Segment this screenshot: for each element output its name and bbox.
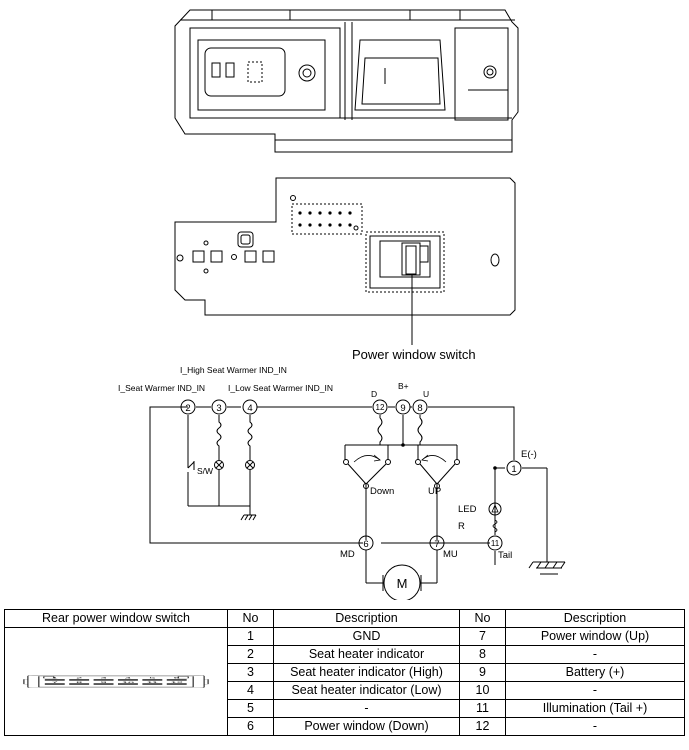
pin-no-cell: 2 — [227, 645, 274, 664]
pin-9-number: 9 — [400, 403, 405, 414]
up-label: UP — [428, 486, 441, 497]
pin-desc-cell: Power window (Down) — [273, 717, 460, 736]
down-label: Down — [370, 486, 394, 497]
connector-pin-number: 5 — [149, 677, 156, 679]
wiring-figure: Power window switch I_Seat Warmer IND_IN… — [118, 9, 566, 600]
pin9-signal-label: B+ — [398, 381, 409, 391]
callout-label: Power window switch — [352, 347, 476, 362]
pin-desc-cell: Seat heater indicator (Low) — [273, 681, 460, 700]
pin-6-number: 6 — [363, 539, 368, 550]
connector-terminal — [142, 679, 163, 681]
pin-no-cell: 11 — [459, 699, 506, 718]
desc-header-left: Description — [273, 609, 460, 628]
pin-circles — [180, 399, 522, 551]
pin-7-number: 7 — [434, 539, 439, 550]
pin-no-cell: 5 — [227, 699, 274, 718]
pin-no-cell: 1 — [227, 627, 274, 646]
pin-no-cell: 8 — [459, 645, 506, 664]
pin-desc-cell: Illumination (Tail +) — [505, 699, 685, 718]
connector-terminal — [44, 683, 65, 685]
connector-pin-number: 7 — [52, 681, 58, 683]
resistor-label: R — [458, 521, 465, 532]
pin-no-cell: 6 — [227, 717, 274, 736]
connector-pin-number: 12 — [171, 681, 183, 683]
pin-desc-cell: - — [505, 645, 685, 664]
pin-desc-cell: Power window (Up) — [505, 627, 685, 646]
schematic — [149, 406, 566, 600]
pin-8-number: 8 — [417, 403, 422, 414]
pin-desc-cell: - — [273, 699, 460, 718]
mu-label: MU — [443, 549, 458, 560]
led-label: LED — [458, 504, 477, 515]
connector-pin-number: 9 — [101, 681, 107, 683]
pin-1-number: 1 — [511, 464, 516, 475]
tail-label: Tail — [498, 550, 512, 561]
pin3-signal-label: I_High Seat Warmer IND_IN — [180, 365, 287, 375]
md-label: MD — [340, 549, 355, 560]
switch-housing-drawing — [174, 9, 519, 153]
pin4-signal-label: I_Low Seat Warmer IND_IN — [228, 383, 333, 393]
pin-no-cell: 12 — [459, 717, 506, 736]
connector-terminal — [166, 679, 187, 681]
ground-label: E(-) — [521, 449, 537, 460]
connector-terminal — [44, 679, 65, 681]
pin-4-number: 4 — [247, 403, 252, 414]
pin-2-number: 2 — [185, 403, 190, 414]
connector-pin-number: 1 — [52, 677, 58, 679]
connector-pin-number: 11 — [147, 681, 158, 683]
pin-no-cell: 3 — [227, 663, 274, 682]
connector-terminal — [93, 679, 114, 681]
pin-description-table: Rear power window switch No Description … — [4, 609, 685, 736]
connector-terminal — [69, 679, 90, 681]
pin-desc-cell: Battery (+) — [505, 663, 685, 682]
connector-terminal — [93, 683, 114, 685]
pin-no-cell: 7 — [459, 627, 506, 646]
connector-pin-number: 2 — [76, 677, 82, 679]
table-row: 2 Seat heater indicator 8 - — [5, 645, 685, 664]
connector-pin-number: 6 — [174, 677, 181, 679]
pin-no-cell: 10 — [459, 681, 506, 700]
switch-label: S/W — [197, 466, 213, 476]
connector-pin-number: 3 — [101, 677, 108, 679]
pin-desc-cell: Seat heater indicator (High) — [273, 663, 460, 682]
table-row: 5 - 11 Illumination (Tail +) — [5, 699, 685, 718]
connector-terminal — [69, 683, 90, 685]
connector-header: Rear power window switch — [4, 609, 228, 628]
no-header-right: No — [459, 609, 506, 628]
pin-no-cell: 9 — [459, 663, 506, 682]
connector-terminal — [117, 679, 138, 681]
motor-label: M — [397, 576, 408, 591]
table-header-row: Rear power window switch No Description … — [4, 609, 685, 628]
connector-terminal — [142, 683, 163, 685]
pin-desc-cell: - — [505, 681, 685, 700]
pcb-drawing — [174, 177, 516, 345]
connector-terminal — [166, 683, 187, 685]
table-row: 4 Seat heater indicator (Low) 10 - — [5, 681, 685, 700]
pin12-signal-label: D — [371, 389, 377, 399]
pin8-signal-label: U — [423, 389, 429, 399]
connector-pin-number: 10 — [122, 681, 135, 683]
pin-desc-cell: - — [505, 717, 685, 736]
connector-terminal — [117, 683, 138, 685]
pin-3-number: 3 — [216, 403, 221, 414]
pin-desc-cell: GND — [273, 627, 460, 646]
pin2-signal-label: I_Seat Warmer IND_IN — [118, 383, 205, 393]
connector-pin-number: 8 — [76, 681, 83, 683]
desc-header-right: Description — [505, 609, 685, 628]
no-header-left: No — [227, 609, 274, 628]
pin-11-number: 11 — [491, 539, 500, 548]
connector-pin-number: 4 — [125, 677, 132, 679]
table-row: 6 Power window (Down) 12 - — [5, 717, 685, 736]
table-row: 3 Seat heater indicator (High) 9 Battery… — [5, 663, 685, 682]
pin-desc-cell: Seat heater indicator — [273, 645, 460, 664]
pin-12-number: 12 — [376, 403, 385, 412]
pin-no-cell: 4 — [227, 681, 274, 700]
